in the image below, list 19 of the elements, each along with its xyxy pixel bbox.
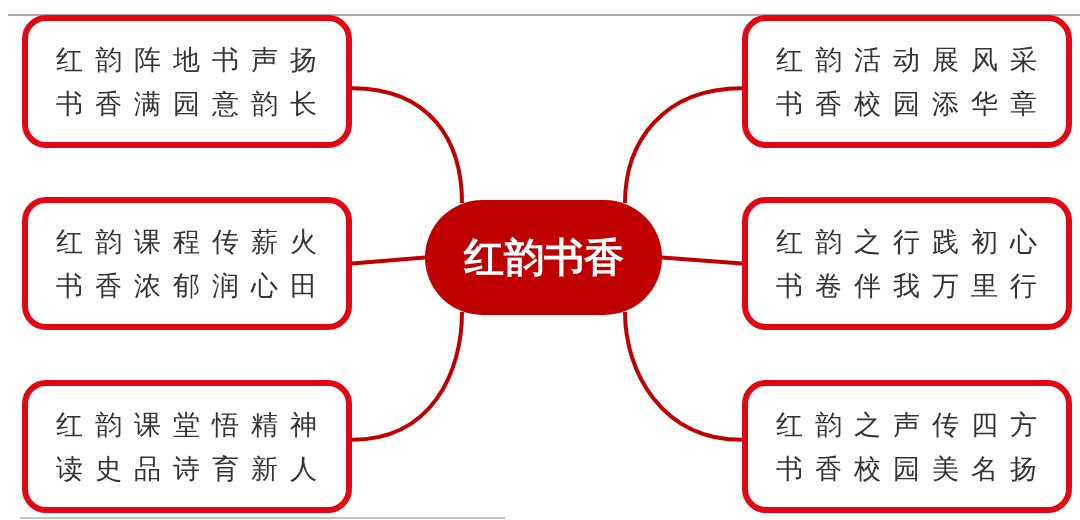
couplet-text: 红韵之行践初心书卷伴我万里行	[775, 224, 1050, 303]
connector-line	[623, 86, 743, 204]
connector-line	[351, 86, 464, 204]
connector-line	[623, 311, 743, 442]
central-title: 红韵书香	[463, 233, 624, 282]
topic-box	[22, 380, 352, 513]
topic-box	[22, 15, 352, 148]
connector-line	[351, 255, 426, 266]
couplet-text: 红韵之声传四方书香校园美名扬	[775, 407, 1050, 486]
topic-box	[742, 15, 1072, 148]
couplet-text: 红韵课程传薪火书香浓郁润心田	[55, 224, 330, 303]
couplet-text: 红韵课堂悟精神读史品诗育新人	[55, 407, 330, 486]
couplet-text: 红韵阵地书声扬书香满园意韵长	[55, 42, 330, 121]
topic-box	[22, 197, 352, 330]
connector-line	[351, 311, 464, 442]
connector-line	[661, 255, 743, 266]
topic-box	[742, 197, 1072, 330]
couplet-text: 红韵活动展风采书香校园添华章	[775, 42, 1050, 121]
topic-box	[742, 380, 1072, 513]
